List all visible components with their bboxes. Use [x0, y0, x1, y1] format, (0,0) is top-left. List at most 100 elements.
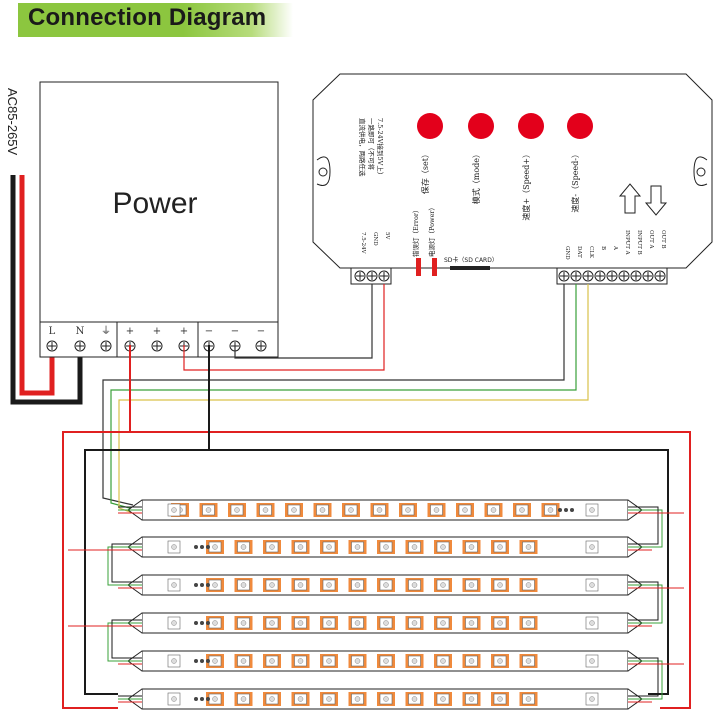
led-chip	[519, 616, 538, 630]
controller-output-terminal-label: CLK	[588, 246, 594, 259]
led-chip	[377, 692, 395, 706]
ps-terminal-screw	[46, 340, 58, 352]
led-strip	[118, 574, 652, 596]
led-chip	[263, 578, 281, 592]
led-strip	[118, 688, 652, 710]
ps-terminal-label: −	[257, 326, 265, 337]
ps-terminal-label: −	[231, 326, 239, 337]
ellipsis-dot	[200, 621, 204, 625]
ellipsis-dot	[194, 621, 198, 625]
ps-terminal-label: +	[126, 326, 134, 337]
ps-terminal-screw	[74, 340, 86, 352]
led-chip	[513, 503, 531, 517]
power-supply-label: Power	[112, 187, 197, 220]
led-chip	[405, 540, 424, 554]
arrow-up-icon	[618, 183, 642, 214]
led-chip	[491, 616, 509, 630]
controller-output-terminal-screw	[606, 270, 618, 282]
controller-power-terminal-screw	[354, 270, 366, 282]
ellipsis-dot	[200, 697, 204, 701]
led-chip	[399, 503, 417, 517]
led-chip	[206, 578, 224, 592]
controller-button[interactable]: 保存（set）	[417, 113, 443, 194]
controller-button-label: 保存（set）	[420, 150, 430, 194]
controller-power-terminal-label: 5V	[384, 232, 390, 240]
led-chip	[285, 503, 303, 517]
led-chip	[199, 503, 218, 517]
led-chip	[585, 503, 599, 517]
led-chip	[167, 692, 181, 706]
ps-terminal-screw	[151, 340, 163, 352]
led-strip	[118, 612, 652, 634]
ellipsis-dot	[558, 508, 562, 512]
led-chip	[263, 654, 281, 668]
led-chip	[256, 503, 275, 517]
led-strip	[118, 499, 652, 521]
led-chip	[519, 654, 538, 668]
led-strip	[118, 536, 652, 558]
led-chip	[377, 540, 395, 554]
led-chip	[370, 503, 389, 517]
ps-terminal-screw	[255, 340, 267, 352]
mount-hole-left	[318, 167, 328, 177]
led-chip	[585, 692, 599, 706]
ellipsis-dot	[194, 545, 198, 549]
led-chip	[228, 503, 246, 517]
led-chip	[519, 540, 538, 554]
ellipsis-dot	[564, 508, 568, 512]
controller-output-terminal-screw	[654, 270, 666, 282]
controller-power-terminal-label: 7.5-24V	[360, 232, 366, 255]
controller-output-terminal-screw	[618, 270, 630, 282]
controller-output-terminal-screw	[570, 270, 582, 282]
led-chip	[585, 616, 599, 630]
controller-button[interactable]: 速度+（Speed+）	[518, 113, 544, 221]
led-chip	[167, 654, 181, 668]
led-chip	[263, 540, 281, 554]
led-chip	[263, 692, 281, 706]
led-chip	[234, 616, 253, 630]
led-chip	[206, 654, 224, 668]
controller-output-terminal-screw	[582, 270, 594, 282]
led-chip	[291, 692, 310, 706]
ps-terminal-label: −	[205, 326, 213, 337]
led-chip	[434, 654, 452, 668]
ellipsis-dot	[194, 697, 198, 701]
led-chip	[491, 654, 509, 668]
controller-button[interactable]: 模式（mode）	[468, 113, 494, 204]
controller-button[interactable]: 速度-（Speed-）	[567, 113, 593, 213]
led-chip	[348, 540, 367, 554]
controller-button-label: 速度-（Speed-）	[570, 150, 580, 213]
led-chip	[462, 692, 481, 706]
page-title: Connection Diagram	[28, 4, 267, 31]
led-chip	[405, 654, 424, 668]
controller-button-label: 速度+（Speed+）	[521, 150, 531, 221]
ellipsis-dot	[206, 545, 210, 549]
led-chip	[234, 578, 253, 592]
ellipsis-dot	[206, 697, 210, 701]
led-chip	[585, 540, 599, 554]
ellipsis-dot	[194, 583, 198, 587]
controller-output-terminal-screw	[630, 270, 642, 282]
mains-voltage-label: AC85-265V	[5, 88, 20, 156]
led-chip	[291, 654, 310, 668]
controller-power-terminal-screw	[378, 270, 390, 282]
led-chip	[291, 616, 310, 630]
led-chip	[434, 616, 452, 630]
error-led	[416, 258, 421, 276]
controller-output-terminal-label: GND	[564, 246, 570, 260]
controller-output-terminal-label: B	[600, 246, 606, 250]
title-banner	[18, 3, 293, 37]
led-chip	[167, 578, 181, 592]
led-chip	[484, 503, 503, 517]
sd-card-slot	[450, 266, 490, 270]
arrow-down-icon	[644, 185, 668, 216]
controller-note-line: 一路即可（不可将	[367, 118, 376, 171]
controller-output-terminal-label: OUT B	[660, 230, 666, 249]
led-chip	[348, 654, 367, 668]
mount-hole-right	[696, 167, 706, 177]
led-chip	[462, 616, 481, 630]
led-label: 电源灯（Power）	[427, 204, 436, 257]
strip-link-wires	[68, 506, 684, 700]
led-chip	[377, 578, 395, 592]
